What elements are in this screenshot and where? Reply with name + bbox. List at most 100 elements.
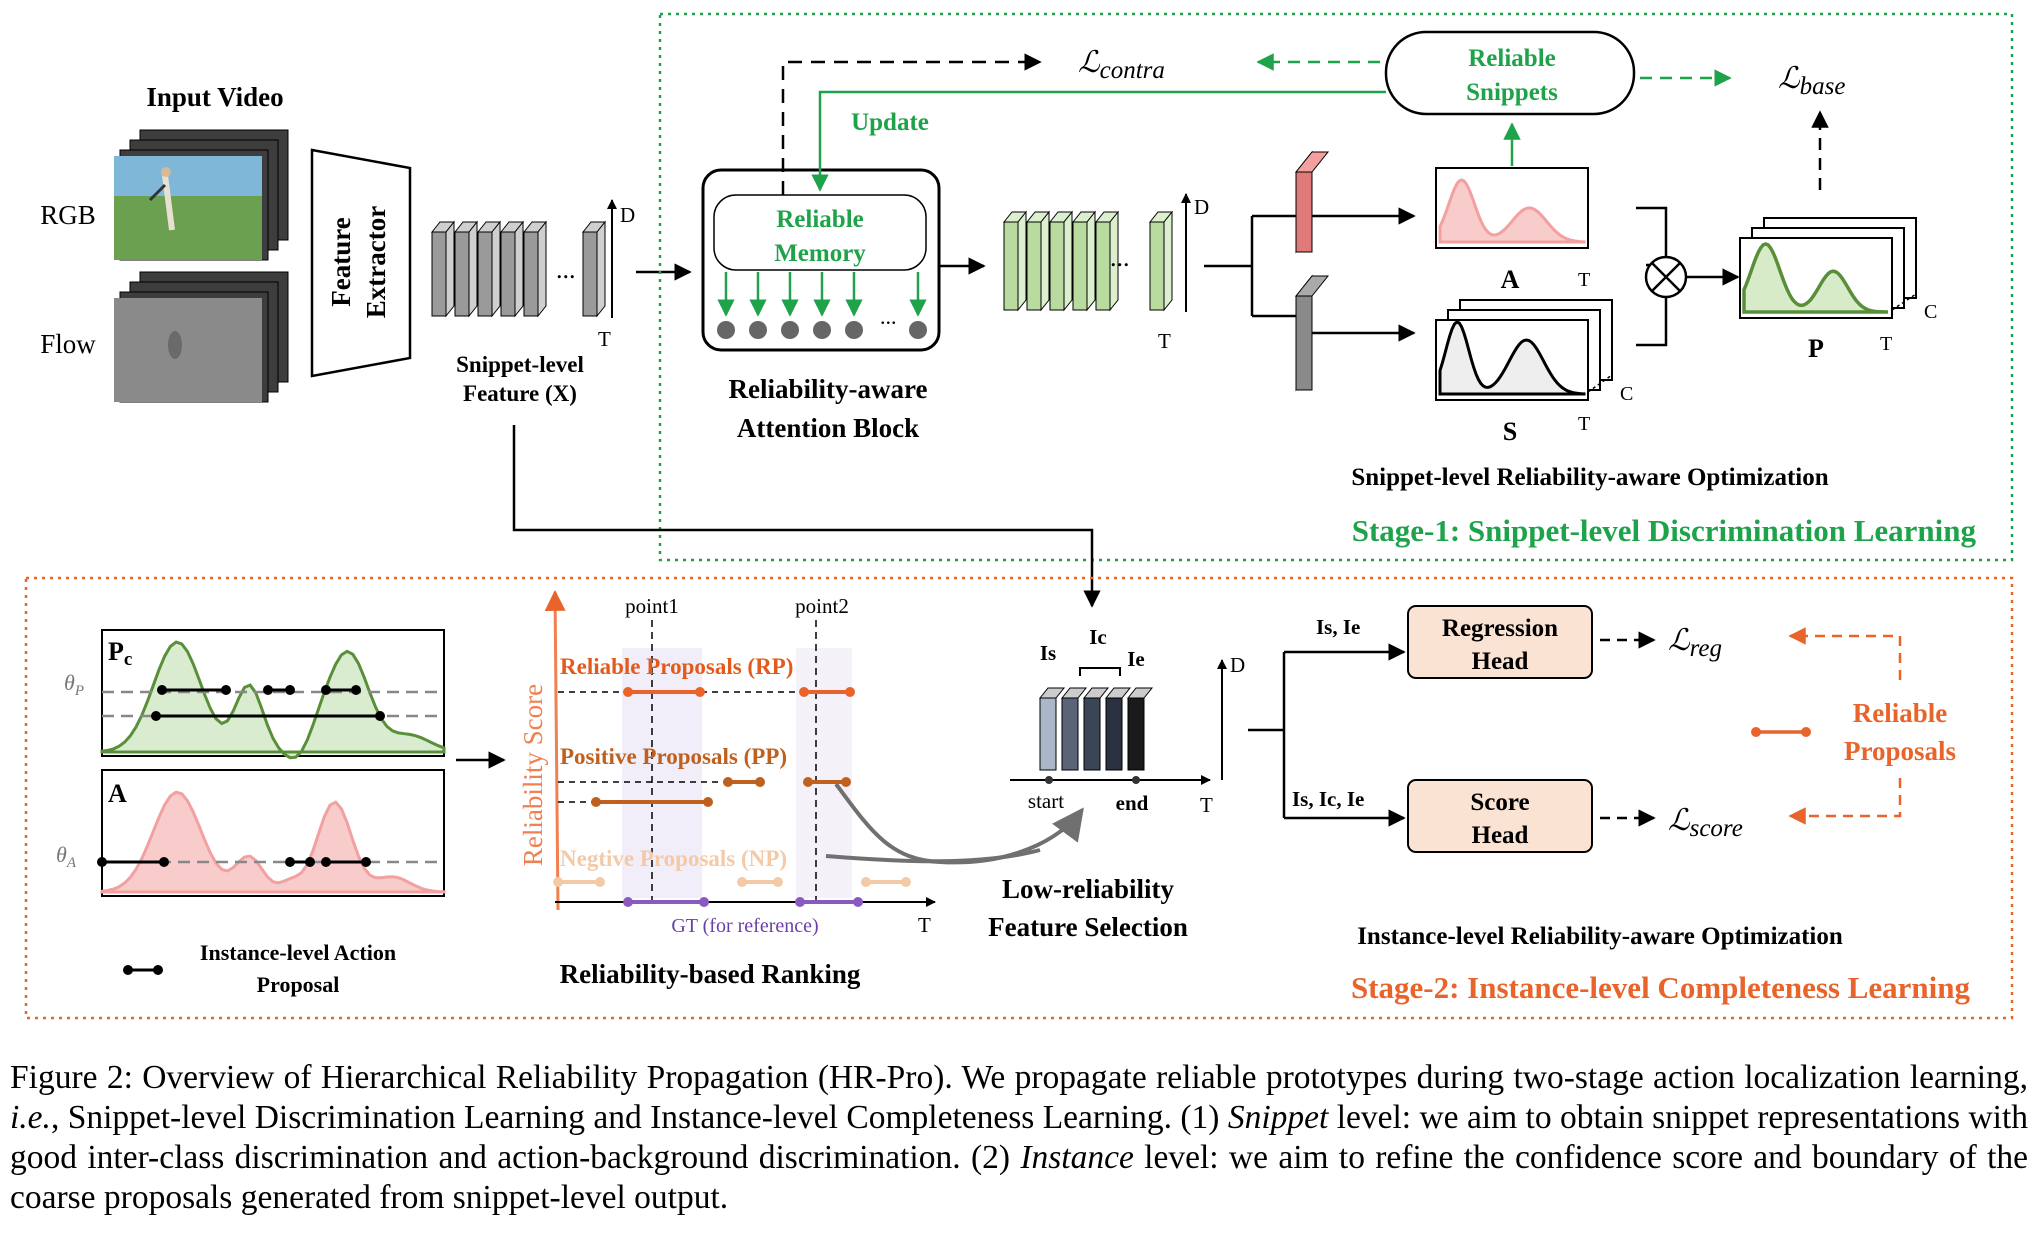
- a2-label: A: [108, 779, 127, 808]
- classification-plot-s: C S T: [1435, 299, 1633, 446]
- regression-head-box: [1407, 605, 1593, 679]
- reliable-proposals-legend: Reliable Proposals: [1751, 698, 1956, 766]
- feature-bar-side: [491, 220, 501, 318]
- feature-bar-side: [1063, 210, 1073, 312]
- feature-bar-side: [1040, 210, 1050, 312]
- selection-axis-t: T: [1200, 793, 1213, 817]
- reliability-ranking-chart: Reliability Score point1 point2 Reliable…: [518, 589, 936, 989]
- feature-bar: [582, 231, 598, 317]
- theta-p-label: θP: [64, 670, 84, 699]
- a-proposal-start: [97, 857, 107, 867]
- feature-x-axis-t: T: [598, 327, 611, 351]
- attended-feature-dots: ...: [1110, 243, 1130, 272]
- feature-bar-side: [1163, 210, 1173, 312]
- update-arrow: [811, 90, 1386, 192]
- feature-selection: Is Ic Ie D T start end Low-reliability F…: [988, 625, 1245, 942]
- memory-slot: [909, 321, 927, 339]
- stage1-title: Stage-1: Snippet-level Discrimination Le…: [1352, 513, 1977, 548]
- feature-extractor-label-1: Feature: [326, 217, 356, 306]
- a-proposal-plot: A θA: [56, 769, 446, 897]
- np-proposal-start: [553, 877, 563, 887]
- rp-proposal-end: [695, 687, 705, 697]
- feature-extractor-box: [310, 148, 412, 378]
- rp-proposal-start: [799, 687, 809, 697]
- np-proposal-start: [861, 877, 871, 887]
- branch-top-label: Is, Ie: [1316, 615, 1360, 639]
- point1-label: point1: [625, 594, 679, 618]
- feature-x-bars: [430, 220, 607, 318]
- feature-bar: [1026, 221, 1042, 311]
- caption-text-3: level: we aim to obtain snippet represen…: [10, 1099, 2029, 1176]
- pc-proposal-end: [221, 685, 231, 695]
- pc-proposal-start: [151, 711, 161, 721]
- end-label: end: [1116, 791, 1149, 815]
- attention-block: Reliable Memory ... Reliability-aware At…: [701, 168, 941, 443]
- feature-bar-side: [1017, 210, 1027, 312]
- arrow-to-loss-contra: [781, 53, 1042, 195]
- rgb-frames: [114, 129, 289, 261]
- rp-proposal-end: [845, 687, 855, 697]
- np-proposal-end: [595, 877, 605, 887]
- a-proposal-start: [321, 857, 331, 867]
- np-proposal-end: [901, 877, 911, 887]
- caption-instance: Instance: [1020, 1139, 1134, 1176]
- pp-proposal-start: [723, 777, 733, 787]
- reliable-memory-label-1: Reliable: [776, 206, 864, 233]
- multiply-operator: [1644, 255, 1688, 299]
- pc-proposal-start: [157, 685, 167, 695]
- stage2-title: Stage-2: Instance-level Completeness Lea…: [1351, 970, 1971, 1005]
- feature-extractor-label-2: Extractor: [361, 206, 391, 318]
- a-proposal-start: [285, 857, 295, 867]
- feature-bar: [477, 231, 493, 317]
- feature-x-dots: ...: [556, 255, 576, 284]
- ranking-title: Reliability-based Ranking: [560, 959, 861, 989]
- feature-bar-side: [468, 220, 478, 318]
- feature-bar: [523, 231, 539, 317]
- pc-proposal-end: [285, 685, 295, 695]
- a-proposal-end: [305, 857, 315, 867]
- selection-title-1: Low-reliability: [1002, 874, 1174, 904]
- selected-feature-top: [1126, 687, 1154, 699]
- attention-label-2: Attention Block: [737, 413, 919, 443]
- s-axis-t: T: [1578, 413, 1590, 435]
- attention-plot-a: A T: [1435, 167, 1590, 294]
- start-label: start: [1028, 789, 1064, 813]
- score-head-label-2: Head: [1472, 822, 1529, 849]
- caption-text-2: , Snippet-level Discrimination Learning …: [50, 1099, 1228, 1136]
- feature-bar: [1049, 221, 1065, 311]
- s-axis-c: C: [1620, 383, 1633, 405]
- p-axis-t: T: [1880, 333, 1892, 355]
- selected-feature-bar: [1039, 697, 1057, 771]
- attended-feature-axis-t: T: [1158, 329, 1171, 353]
- gt-segment-start: [623, 897, 633, 907]
- selected-feature-top: [1038, 687, 1066, 699]
- a-proposal-end: [159, 857, 169, 867]
- pc-proposal-end: [351, 685, 361, 695]
- feature-bar-side: [596, 220, 606, 318]
- feature-x-label-2: Feature (X): [463, 381, 577, 406]
- reliable-proposals-label-2: Proposals: [1844, 736, 1956, 766]
- flow-label: Flow: [40, 329, 96, 359]
- caption-text-1: Overview of Hierarchical Reliability Pro…: [132, 1059, 2028, 1096]
- update-label: Update: [851, 109, 929, 136]
- feature-bar: [1149, 221, 1165, 311]
- feature-x-label-1: Snippet-level: [456, 352, 584, 377]
- attended-feature-bars: [1002, 210, 1174, 312]
- selected-feature-bar: [1127, 697, 1145, 771]
- class-probability-plot-p: C P T: [1739, 217, 1937, 363]
- caption-ie: i.e.: [10, 1099, 51, 1136]
- selected-feature-bar: [1105, 697, 1123, 771]
- gt-segment-end: [699, 897, 709, 907]
- is-label: Is: [1040, 641, 1056, 665]
- pc-label: Pc: [108, 637, 132, 670]
- p-axis-c: C: [1924, 301, 1937, 323]
- pc-proposal-plot: Pc θP: [64, 629, 446, 760]
- memory-slot: [749, 321, 767, 339]
- feature-bar-side: [445, 220, 455, 318]
- selection-axis-d: D: [1230, 653, 1245, 677]
- gt-segment-end: [853, 897, 863, 907]
- branch-bottom-label: Is, Ic, Ie: [1292, 787, 1364, 811]
- ic-label: Ic: [1089, 625, 1107, 649]
- loss-score: ℒscore: [1668, 804, 1743, 842]
- selected-feature-bar: [1061, 697, 1079, 771]
